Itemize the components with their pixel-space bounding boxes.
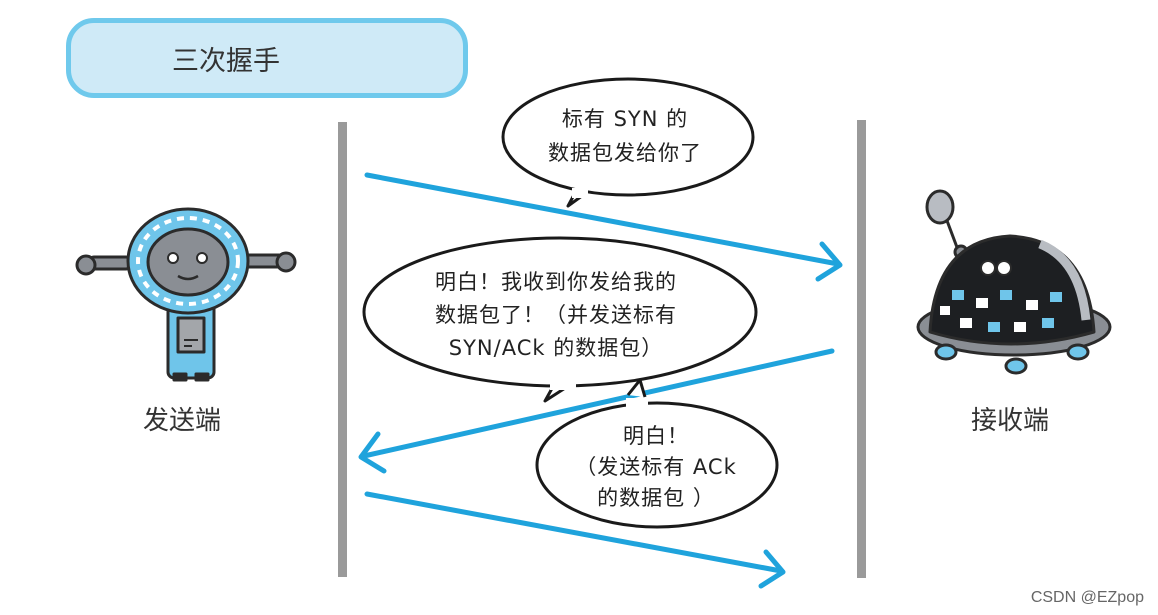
syn-bubble-line-2: 数据包发给你了 [548, 141, 702, 165]
synack-bubble-line-3: SYN/ACk 的数据包） [449, 336, 663, 360]
syn-arrow [364, 172, 843, 282]
sender-label: 发送端 [143, 406, 221, 436]
watermark: CSDN @EZpop [1030, 589, 1144, 606]
receiver-robot-icon [916, 189, 1112, 375]
synack-bubble: 明白！我收到你发给我的 数据包了！（并发送标有 SYN/ACk 的数据包） [362, 236, 758, 403]
sender-timeline [338, 122, 347, 577]
syn-bubble-line-1: 标有 SYN 的 [562, 107, 688, 131]
ack-arrow [364, 491, 786, 589]
synack-bubble-line-1: 明白！我收到你发给我的 [435, 270, 677, 294]
ack-bubble-line-2: （发送标有 ACk [575, 455, 737, 479]
title-box: 三次握手 [66, 18, 468, 98]
ack-bubble-line-3: 的数据包 ） [597, 486, 715, 510]
synack-bubble-line-2: 数据包了！（并发送标有 [435, 303, 677, 327]
page-title: 三次握手 [172, 45, 280, 77]
sender-robot-icon [75, 207, 297, 382]
ack-bubble: 明白！ （发送标有 ACk 的数据包 ） [535, 378, 779, 529]
syn-bubble: 标有 SYN 的 数据包发给你了 [501, 77, 755, 208]
synack-arrow [358, 348, 835, 474]
receiver-timeline [857, 120, 866, 578]
receiver-label: 接收端 [971, 406, 1049, 436]
ack-bubble-line-1: 明白！ [623, 424, 689, 448]
